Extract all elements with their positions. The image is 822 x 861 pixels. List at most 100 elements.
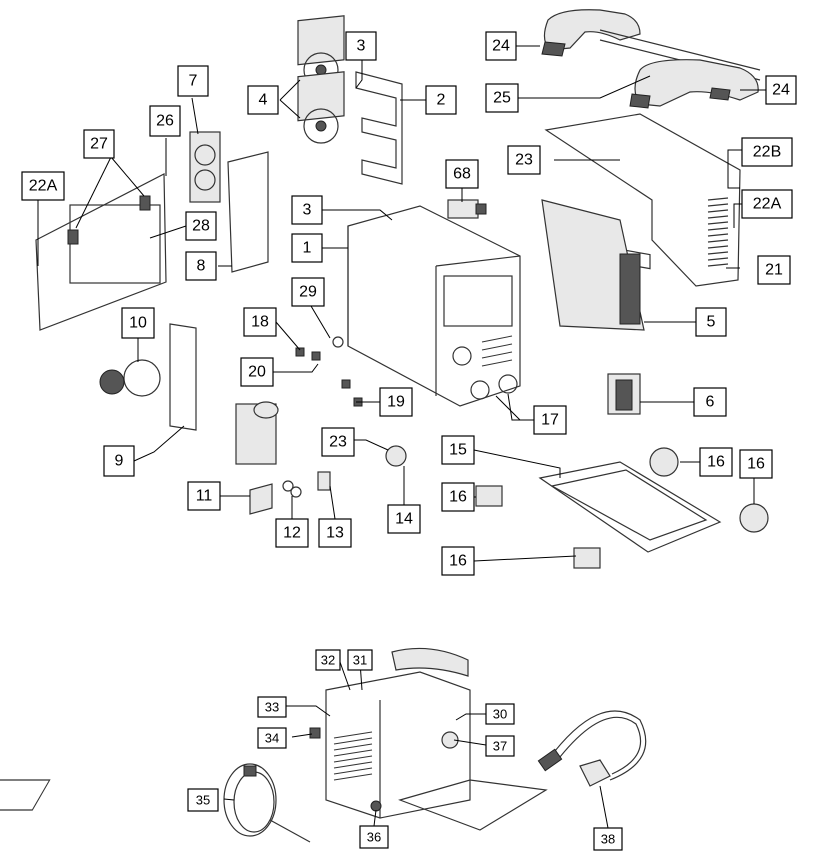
svg-text:9: 9 [115,453,124,470]
svg-text:16: 16 [449,489,467,506]
capacitor-board-drawing [189,131,221,203]
insulation-panel-drawing [227,151,269,273]
callout-25: 25 [485,83,519,113]
callout-3-top: 3 [345,31,377,61]
callout-16-a: 16 [699,447,733,477]
svg-text:29: 29 [299,284,317,301]
callout-8: 8 [185,251,217,281]
callout-20: 20 [240,357,274,387]
callout-16-b: 16 [739,449,773,479]
callout-13: 13 [318,518,352,548]
callout-18: 18 [243,307,277,337]
svg-text:24: 24 [492,38,510,55]
svg-text:26: 26 [156,113,174,130]
side-panel-drawing [35,173,167,331]
callout-2: 2 [425,85,457,115]
ground-cable-drawing [537,710,647,787]
callout-11: 11 [187,481,221,511]
callout-30: 30 [485,703,515,725]
callout-22b: 22B [741,137,793,167]
callout-5: 5 [695,307,727,337]
svg-text:68: 68 [453,166,471,183]
switch-drawing [447,199,487,219]
callout-10: 10 [121,307,155,339]
callout-33: 33 [257,696,287,718]
svg-text:23: 23 [329,434,347,451]
callout-19: 19 [379,387,413,417]
svg-text:15: 15 [449,442,467,459]
callout-34: 34 [257,727,287,749]
svg-text:27: 27 [90,136,108,153]
svg-text:28: 28 [192,218,210,235]
leader-lines [37,45,766,829]
svg-text:11: 11 [196,488,213,505]
callout-24-right: 24 [765,75,797,105]
svg-text:2: 2 [437,92,446,109]
fan-drawing [297,15,345,144]
callout-3-mid: 3 [291,195,323,225]
svg-text:37: 37 [493,739,507,754]
callout-28: 28 [185,211,217,241]
svg-text:18: 18 [251,314,269,331]
svg-text:3: 3 [357,38,366,55]
svg-text:17: 17 [541,412,559,429]
svg-text:3: 3 [303,202,312,219]
svg-text:16: 16 [449,553,467,570]
svg-text:1: 1 [303,240,312,257]
callout-16-d: 16 [441,546,475,576]
callout-27: 27 [83,129,115,159]
callout-9: 9 [103,445,135,477]
svg-text:24: 24 [772,82,790,99]
gas-hose-drawing [223,763,311,843]
svg-text:22A: 22A [753,196,782,213]
callout-38: 38 [593,827,623,851]
svg-text:32: 32 [321,653,335,668]
svg-text:36: 36 [367,830,381,845]
callout-24-left: 24 [485,31,517,61]
svg-text:16: 16 [707,454,725,471]
svg-text:23: 23 [515,152,533,169]
svg-text:10: 10 [129,315,147,332]
svg-text:16: 16 [747,456,765,473]
callout-6: 6 [693,387,727,417]
callout-26: 26 [149,105,181,137]
svg-text:14: 14 [395,511,413,528]
svg-text:35: 35 [196,793,210,808]
svg-text:25: 25 [493,90,511,107]
assembled-machine-drawing [0,647,548,831]
svg-text:21: 21 [765,262,783,279]
callout-37: 37 [485,735,515,757]
callout-4: 4 [247,85,279,115]
callout-22a-right: 22A [741,189,793,219]
callout-7: 7 [177,65,209,97]
callout-36: 36 [359,825,389,849]
callout-17: 17 [533,405,567,435]
connector-parts-drawing [249,445,407,515]
callout-labels: 3 2 4 7 24 24 25 26 27 22A 28 8 68 23 22… [21,31,797,851]
fan-duct-drawing [355,71,403,185]
svg-text:20: 20 [248,364,266,381]
feeder-parts-drawing [99,323,279,465]
callout-12: 12 [275,518,309,548]
callout-68: 68 [445,159,479,189]
svg-text:22B: 22B [753,144,781,161]
callout-35: 35 [187,788,219,812]
callout-32: 32 [315,649,341,671]
svg-text:6: 6 [706,394,715,411]
svg-text:22A: 22A [29,178,58,195]
callout-1: 1 [291,233,323,263]
callout-23-top: 23 [507,145,541,175]
svg-text:8: 8 [197,258,206,275]
svg-text:19: 19 [387,394,405,411]
svg-text:7: 7 [189,73,198,90]
svg-text:34: 34 [265,731,279,746]
callout-29: 29 [291,277,325,307]
callout-14: 14 [387,504,421,534]
svg-text:30: 30 [493,707,507,722]
svg-text:5: 5 [707,314,716,331]
callout-16-c: 16 [441,482,475,512]
transformer-drawing [607,373,641,415]
svg-text:12: 12 [283,525,301,542]
handle-assembly-drawing [541,9,761,109]
callout-15: 15 [441,435,475,465]
